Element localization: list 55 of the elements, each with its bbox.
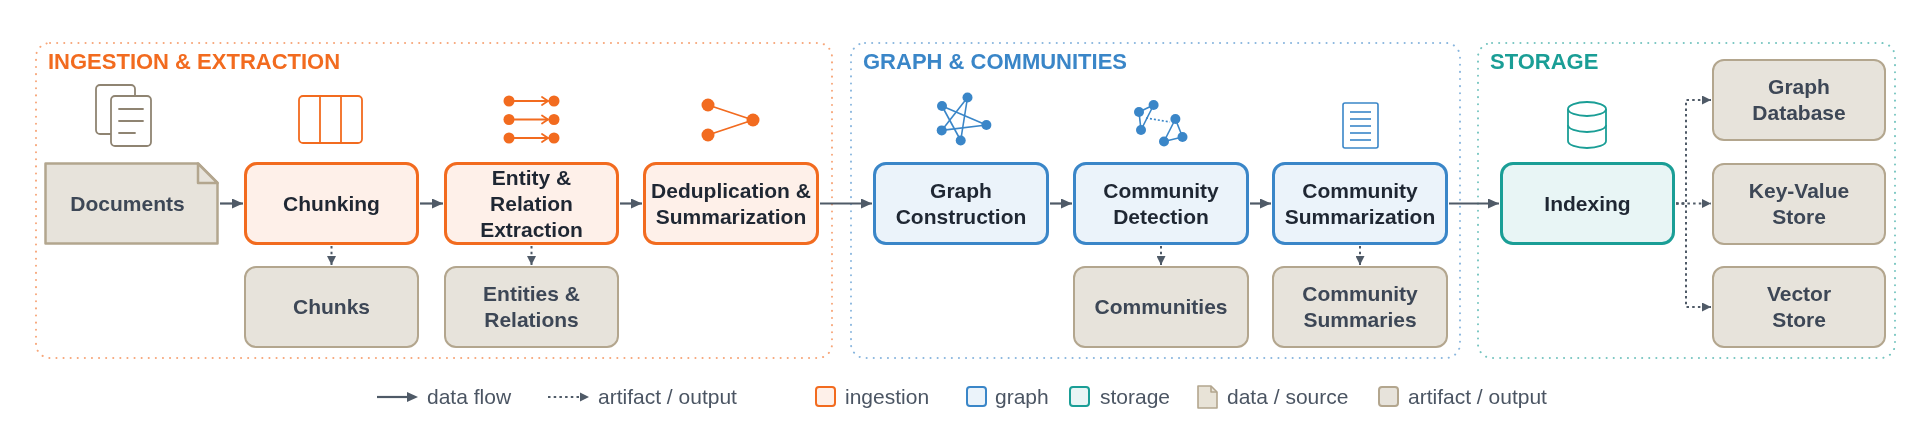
node-label: Entity & Relation Extraction bbox=[479, 164, 584, 243]
dotted-arrow bbox=[327, 245, 336, 266]
process-box bbox=[873, 162, 1049, 245]
node-label: Community Summaries bbox=[1301, 281, 1419, 333]
group-title: INGESTION & EXTRACTION bbox=[48, 49, 341, 75]
legend-label: ingestion bbox=[845, 384, 930, 410]
legend-label: artifact / output bbox=[1408, 384, 1547, 410]
artifact-box bbox=[444, 266, 619, 348]
legend-label: graph bbox=[995, 384, 1049, 410]
process-box bbox=[444, 162, 619, 245]
artifact-box bbox=[1073, 266, 1249, 348]
arrow bbox=[620, 198, 642, 209]
dotted-arrow bbox=[1156, 245, 1166, 266]
artifact-box bbox=[1272, 266, 1448, 348]
arrow bbox=[820, 198, 872, 209]
legend-label: storage bbox=[1100, 384, 1171, 410]
node-label: Key-Value Store bbox=[1747, 178, 1851, 230]
dotted-arrow bbox=[1355, 245, 1365, 266]
artifact-box bbox=[244, 266, 419, 348]
node-label: Deduplication & Summarization bbox=[650, 177, 812, 230]
node-label: Chunking bbox=[283, 190, 380, 217]
node-label: Indexing bbox=[1544, 190, 1631, 217]
node-label: Chunks bbox=[293, 294, 370, 320]
dotted-arrow bbox=[527, 245, 536, 266]
arrow bbox=[1050, 198, 1072, 209]
node-label: Documents bbox=[70, 190, 185, 217]
node-label: Community Detection bbox=[1102, 177, 1220, 230]
process-box bbox=[643, 162, 819, 245]
arrow bbox=[1449, 198, 1499, 209]
process-box bbox=[1500, 162, 1675, 245]
arrow bbox=[1250, 198, 1271, 209]
legend-label: data / source bbox=[1227, 384, 1349, 410]
group-title: STORAGE bbox=[1490, 49, 1599, 75]
group-panel bbox=[1477, 42, 1896, 359]
dotted-arrow bbox=[1675, 202, 1712, 312]
legend-label: data flow bbox=[427, 384, 512, 410]
artifact-box bbox=[1712, 163, 1886, 245]
node-label: Entities & Relations bbox=[482, 281, 581, 333]
node-label: Graph Database bbox=[1751, 74, 1847, 126]
group-panel bbox=[35, 42, 833, 359]
process-box bbox=[244, 162, 419, 245]
arrow bbox=[220, 198, 243, 209]
legend-label: artifact / output bbox=[598, 384, 737, 410]
artifact-box bbox=[1712, 266, 1886, 348]
node-label: Community Summarization bbox=[1283, 177, 1437, 230]
group-title: GRAPH & COMMUNITIES bbox=[863, 49, 1127, 75]
arrow bbox=[420, 198, 443, 209]
artifact-box bbox=[1712, 59, 1886, 141]
document-shape bbox=[44, 162, 219, 245]
node-label: Graph Construction bbox=[894, 177, 1028, 230]
process-box bbox=[1272, 162, 1448, 245]
process-box bbox=[1073, 162, 1249, 245]
group-panel bbox=[850, 42, 1461, 359]
node-label: Vector Store bbox=[1765, 281, 1833, 333]
node-label: Communities bbox=[1094, 294, 1228, 320]
